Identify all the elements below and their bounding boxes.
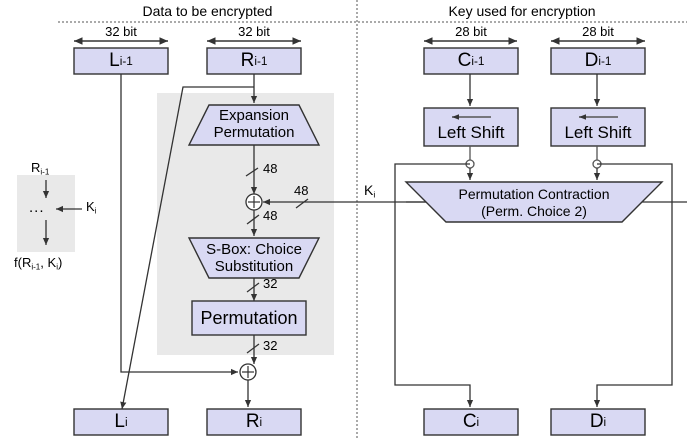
- header-data-section: Data to be encrypted: [142, 3, 273, 19]
- legend-output-mid: , K: [40, 255, 57, 270]
- wire-d-bypass: [593, 163, 673, 407]
- tick-sbox-out: [246, 282, 260, 293]
- permutation-shape: [191, 300, 307, 336]
- legend-dots: ...: [29, 199, 45, 216]
- legend-output-label: f(Ri-1, Ki): [14, 255, 62, 271]
- expansion-permutation-shape: [187, 104, 321, 146]
- legend-input-sub: i-1: [40, 167, 50, 177]
- left-shift-d-shape: [550, 107, 646, 147]
- legend-output-end: ): [58, 255, 63, 270]
- tick-xor-out: [246, 214, 260, 225]
- legend-key-sub: i: [94, 206, 97, 216]
- wirelabel-key-in: 48: [294, 183, 309, 198]
- register-l-next-shape: [73, 408, 169, 436]
- register-c-next-shape: [423, 408, 519, 436]
- register-l-prev-shape: [73, 47, 169, 75]
- permutation-contraction-shape: [404, 181, 664, 223]
- header-key-section: Key used for encryption: [448, 3, 596, 19]
- wirelabel-xor-out: 48: [263, 208, 278, 223]
- subkey-sub: i: [373, 189, 376, 200]
- tick-subkey-in: [295, 198, 309, 209]
- legend-key-label: Ki: [86, 199, 96, 215]
- register-d-prev-shape: [550, 47, 646, 75]
- bitwidth-d-prev: 28 bit: [582, 24, 614, 39]
- subkey-text: K: [364, 182, 374, 198]
- bitwidth-r-prev: 32 bit: [238, 24, 270, 39]
- register-r-next-shape: [206, 408, 302, 436]
- bitwidth-c-prev: 28 bit: [455, 24, 487, 39]
- left-shift-c-shape: [423, 107, 519, 147]
- wirelabel-subkey: Ki: [364, 182, 375, 199]
- wire-l-prev-down: [120, 74, 238, 376]
- tick-expansion-out: [245, 167, 259, 177]
- register-c-prev-shape: [423, 47, 519, 75]
- tick-permutation-out: [246, 343, 260, 354]
- register-r-prev-shape: [206, 47, 302, 75]
- legend-input-text: R: [31, 160, 41, 175]
- legend-output-sub2: i: [56, 262, 58, 272]
- wire-c-bypass: [394, 163, 474, 407]
- legend-output-a: f(R: [14, 255, 32, 270]
- bitwidth-l-prev: 32 bit: [105, 24, 137, 39]
- wirelabel-sbox-out: 32: [263, 276, 278, 291]
- register-d-next-shape: [550, 408, 646, 436]
- legend-key-text: K: [86, 199, 95, 214]
- wirelabel-permutation-out: 32: [263, 338, 278, 353]
- wirelabel-expansion-out: 48: [263, 161, 278, 176]
- wire-r-prev-to-l-next: [120, 86, 254, 410]
- legend-output-sub1: i-1: [31, 262, 41, 272]
- sbox-substitution-shape: [187, 237, 321, 279]
- legend-input-label: Ri-1: [31, 160, 49, 176]
